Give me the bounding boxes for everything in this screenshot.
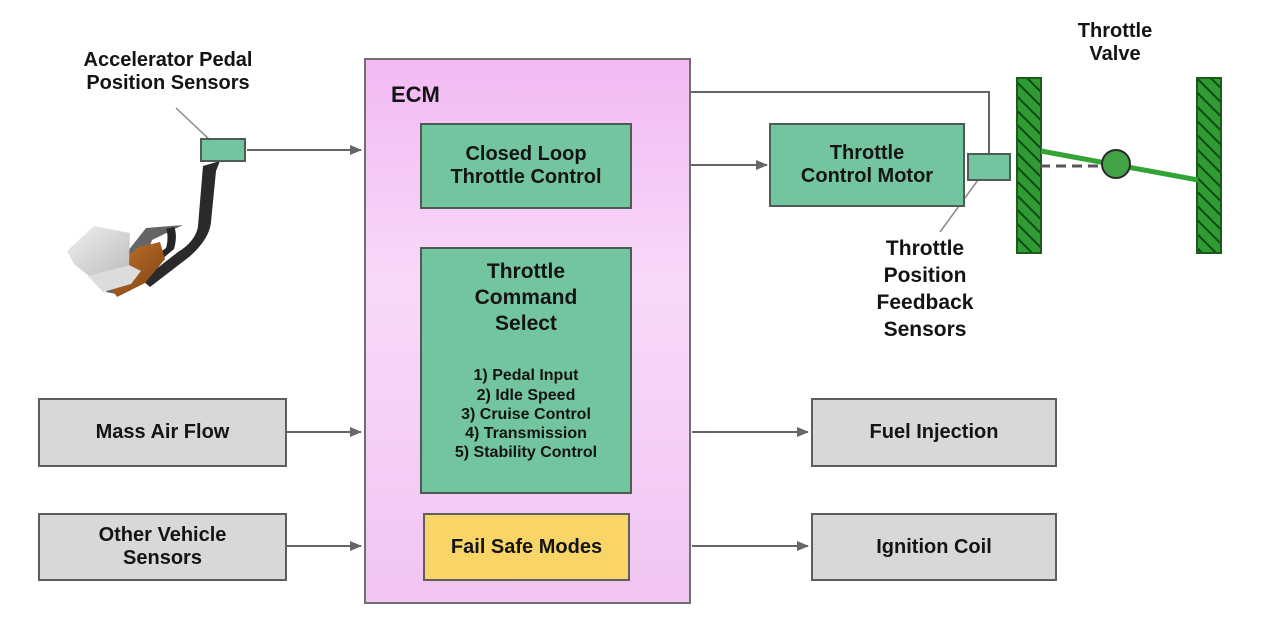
ecm-label: ECM: [391, 82, 440, 107]
throttle-command-item-stability-control: 5) Stability Control: [454, 444, 598, 462]
ignition-coil-box: Ignition Coil: [811, 513, 1057, 581]
throttle-command-select-box: Throttle Command Select 1) Pedal Input 2…: [420, 247, 632, 494]
throttle-command-item-cruise-control: 3) Cruise Control: [461, 405, 591, 423]
throttle-valve-label-line2: Valve: [1089, 43, 1141, 65]
throttle-command-line1: Throttle: [486, 260, 566, 283]
accelerator-sensor-label-line2: Position Sensors: [86, 72, 250, 94]
throttle-valve-graphic: [1016, 77, 1222, 254]
accelerator-sensor-label: Accelerator Pedal Position Sensors: [63, 49, 273, 95]
closed-loop-line1: Closed Loop: [465, 143, 587, 165]
closed-loop-line2: Throttle Control: [450, 166, 602, 188]
fail-safe-modes-box: Fail Safe Modes: [423, 513, 630, 581]
throttle-valve-label-line1: Throttle: [1077, 20, 1153, 42]
throttle-position-feedback-line4: Sensors: [883, 317, 967, 341]
throttle-pivot: [1101, 149, 1131, 179]
accelerator-label-leader: [175, 107, 212, 142]
throttle-valve-right-wall: [1196, 77, 1222, 254]
throttle-command-title: Throttle Command Select: [455, 259, 597, 336]
accelerator-pedal-illustration: [67, 161, 220, 297]
throttle-position-sensor-block: [967, 153, 1011, 181]
mass-air-flow-box: Mass Air Flow: [38, 398, 287, 467]
throttle-position-feedback-label: Throttle Position Feedback Sensors: [865, 236, 985, 344]
throttle-command-item-idle-speed: 2) Idle Speed: [476, 386, 576, 404]
throttle-valve-left-wall: [1016, 77, 1042, 254]
other-vehicle-sensors-box: Other Vehicle Sensors: [38, 513, 287, 581]
throttle-position-feedback-line2: Position: [883, 263, 967, 287]
throttle-control-motor-box: Throttle Control Motor: [769, 123, 965, 207]
throttle-command-line3: Select: [495, 311, 557, 335]
closed-loop-throttle-control-box: Closed Loop Throttle Control: [420, 123, 632, 209]
fuel-injection-box: Fuel Injection: [811, 398, 1057, 467]
throttle-position-feedback-line1: Throttle: [885, 237, 965, 260]
other-vehicle-sensors-line1: Other Vehicle: [98, 524, 227, 546]
accelerator-sensor-label-line1: Accelerator Pedal: [83, 49, 253, 71]
throttle-command-item-transmission: 4) Transmission: [465, 425, 587, 443]
accelerator-sensor-block: [200, 138, 246, 162]
throttle-command-line2: Command: [474, 285, 578, 309]
other-vehicle-sensors-line2: Sensors: [123, 547, 202, 569]
throttle-command-input-list: 1) Pedal Input 2) Idle Speed 3) Cruise C…: [455, 366, 597, 462]
throttle-command-item-pedal-input: 1) Pedal Input: [473, 367, 579, 385]
throttle-motor-line1: Throttle: [829, 142, 905, 164]
throttle-position-feedback-line3: Feedback: [876, 290, 974, 314]
throttle-valve-label: Throttle Valve: [1060, 20, 1170, 66]
throttle-motor-line2: Control Motor: [800, 165, 934, 187]
